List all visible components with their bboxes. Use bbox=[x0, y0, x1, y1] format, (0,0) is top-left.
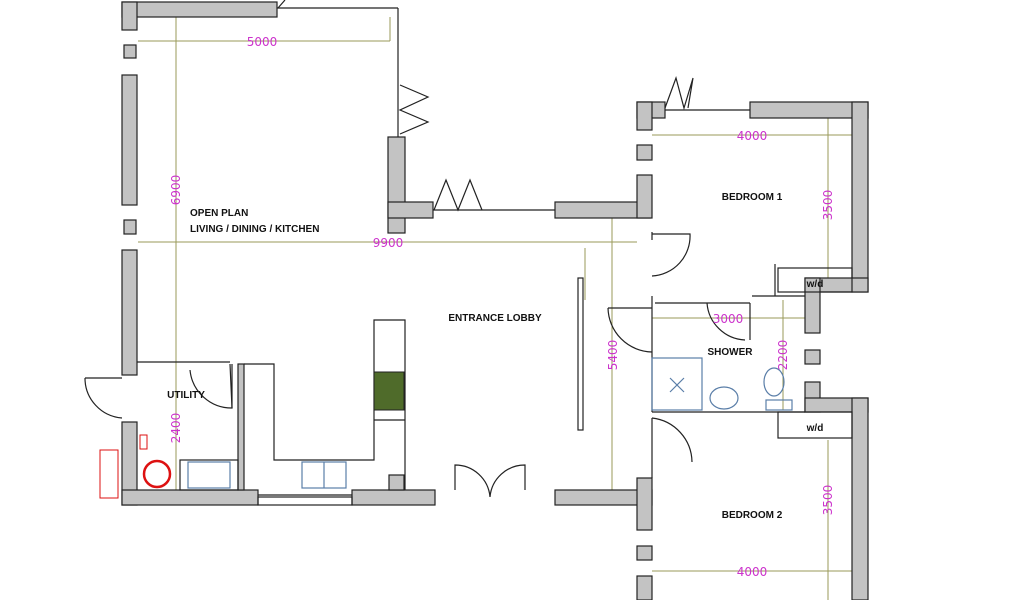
label-bedroom2: BEDROOM 2 bbox=[722, 510, 783, 521]
bifold-door-lobby bbox=[433, 178, 483, 212]
dim-shower-width: 3000 bbox=[713, 312, 744, 326]
label-utility: UTILITY bbox=[167, 390, 205, 401]
dim-bedroom1-depth: 3500 bbox=[821, 190, 835, 221]
dimension-lines bbox=[138, 17, 852, 600]
dim-overall-width: 9900 bbox=[373, 236, 404, 250]
bifold-door-side bbox=[398, 84, 430, 135]
dim-utility-depth: 2400 bbox=[169, 413, 183, 444]
dim-bedroom2-width: 4000 bbox=[737, 565, 768, 579]
dim-bedroom1-width: 4000 bbox=[737, 129, 768, 143]
shower-tray-icon bbox=[651, 357, 703, 411]
bedroom2-door bbox=[651, 417, 693, 463]
dim-open-plan-width: 5000 bbox=[247, 35, 278, 49]
label-living-dining-kitchen: LIVING / DINING / KITCHEN bbox=[190, 224, 319, 235]
utility-inner-door bbox=[189, 363, 233, 409]
dim-open-plan-depth: 6900 bbox=[169, 175, 183, 206]
lobby-door bbox=[607, 307, 653, 353]
label-wd2: w/d bbox=[806, 423, 824, 434]
basin-icon bbox=[709, 386, 739, 410]
bedroom1-door bbox=[651, 233, 691, 277]
fixtures bbox=[99, 357, 793, 499]
toilet-icon bbox=[763, 367, 785, 397]
entrance-french-doors bbox=[454, 464, 526, 498]
walls bbox=[121, 1, 869, 600]
room-labels: OPEN PLAN LIVING / DINING / KITCHEN ENTR… bbox=[167, 192, 823, 521]
doors bbox=[84, 0, 746, 498]
label-wd1: w/d bbox=[806, 279, 824, 290]
dim-shower-depth: 2200 bbox=[776, 340, 790, 371]
bifold-door-top bbox=[277, 0, 286, 9]
utility-door bbox=[84, 377, 123, 419]
utility-sink-icon bbox=[187, 461, 231, 489]
label-bedroom1: BEDROOM 1 bbox=[722, 192, 783, 203]
boiler-icon bbox=[142, 459, 172, 489]
hob-icon bbox=[373, 371, 405, 411]
label-shower: SHOWER bbox=[708, 347, 754, 358]
bifold-door-bedroom1 bbox=[664, 76, 694, 111]
dim-bedroom2-depth: 3500 bbox=[821, 485, 835, 516]
dim-lobby-depth: 5400 bbox=[606, 340, 620, 371]
partitions bbox=[137, 7, 853, 506]
radiator-icon bbox=[99, 449, 119, 499]
label-entrance-lobby: ENTRANCE LOBBY bbox=[448, 313, 542, 324]
dimension-labels: 5000 6900 9900 4000 3500 3000 2200 5400 … bbox=[169, 35, 835, 579]
label-open-plan: OPEN PLAN bbox=[190, 208, 248, 219]
shower-door bbox=[706, 302, 746, 341]
